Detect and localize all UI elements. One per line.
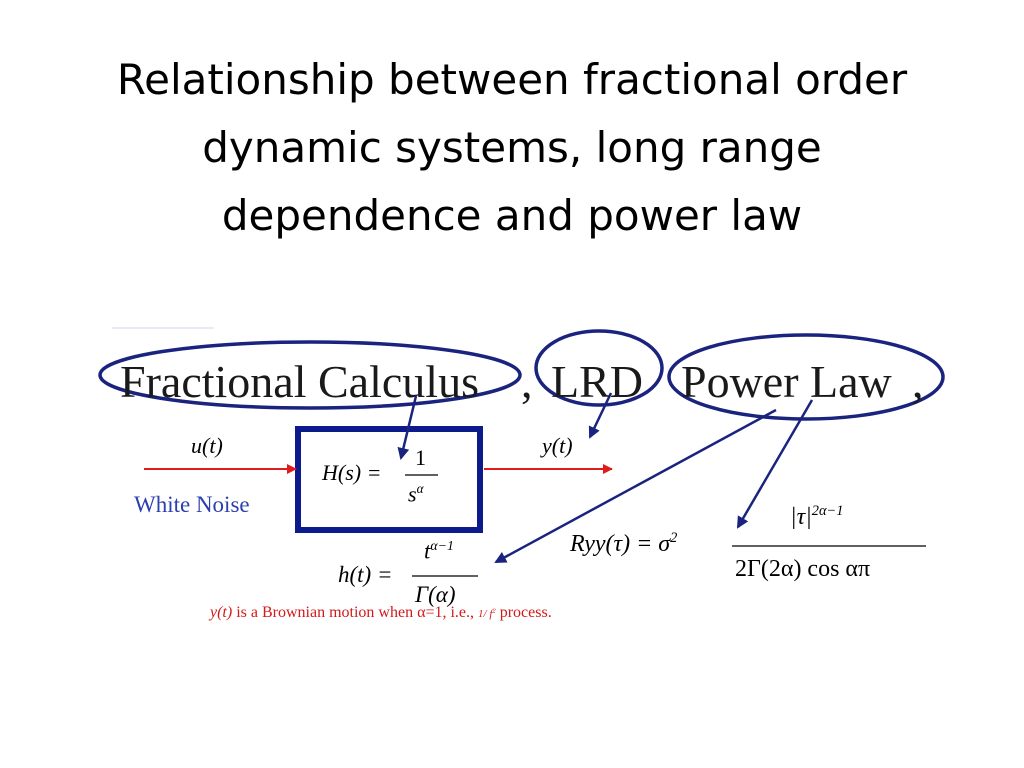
autocorrelation-numerator: |τ|2α−1	[790, 503, 843, 531]
pointer-lrd-to-yt	[588, 392, 613, 439]
pointer-pl-to-ryy	[736, 399, 814, 529]
caption-text-b: process.	[495, 604, 552, 621]
pointer-fc-to-hs	[397, 395, 418, 460]
white-noise-label: White Noise	[134, 492, 250, 517]
caption-process-exponent: 2	[492, 607, 496, 615]
autocorrelation-lhs-text: Ryy(τ) = σ	[570, 531, 671, 557]
slide-title: Relationship between fractional order dy…	[40, 46, 984, 250]
input-signal-label: u(t)	[191, 433, 223, 458]
title-line-2: dynamic systems, long range	[202, 123, 822, 172]
caption-signal: y(t)	[210, 604, 233, 621]
ellipse-lrd	[534, 329, 664, 407]
heading-comma: ,	[912, 356, 924, 407]
autocorrelation-numerator-exponent: 2α−1	[811, 503, 844, 519]
pointer-pl-to-ht	[494, 408, 777, 564]
ellipse-fractional-calculus	[98, 340, 522, 410]
autocorrelation-lhs: Ryy(τ) = σ2	[570, 530, 677, 558]
numerator-exponent: α−1	[430, 538, 454, 553]
output-signal-label: y(t)	[542, 433, 573, 458]
autocorrelation-denominator: 2Γ(2α) cos απ	[735, 556, 871, 582]
caption-process: 1/ f2	[478, 607, 496, 620]
heading-fractional-calculus: Fractional Calculus	[120, 356, 479, 407]
system-box	[295, 426, 483, 533]
numerator-base: t	[424, 538, 431, 564]
title-line-3: dependence and power law	[221, 191, 803, 240]
impulse-response-lhs: h(t) =	[338, 562, 393, 587]
caption-text-a: is a Brownian motion when α=1, i.e.,	[232, 604, 479, 621]
transfer-function-denominator: sα	[408, 481, 424, 507]
impulse-response-denominator: Γ(α)	[415, 582, 456, 607]
ellipse-power-law	[667, 333, 945, 421]
autocorrelation-numerator-text: |τ|	[790, 504, 812, 530]
heading-power-law: Power Law	[681, 356, 892, 407]
caption-process-base: 1/ f	[478, 608, 493, 620]
transfer-function-numerator: 1	[415, 445, 426, 470]
denominator-exponent: α	[416, 481, 424, 496]
brownian-motion-caption: y(t) is a Brownian motion when α=1, i.e.…	[210, 604, 552, 622]
impulse-response-numerator: tα−1	[424, 538, 454, 565]
autocorrelation-lhs-exponent: 2	[670, 530, 678, 546]
heading-comma: ,	[521, 356, 533, 407]
heading-lrd: LRD	[551, 356, 643, 407]
denominator-base: s	[408, 481, 417, 507]
transfer-function-lhs: H(s) =	[322, 460, 382, 485]
title-line-1: Relationship between fractional order	[116, 55, 908, 104]
